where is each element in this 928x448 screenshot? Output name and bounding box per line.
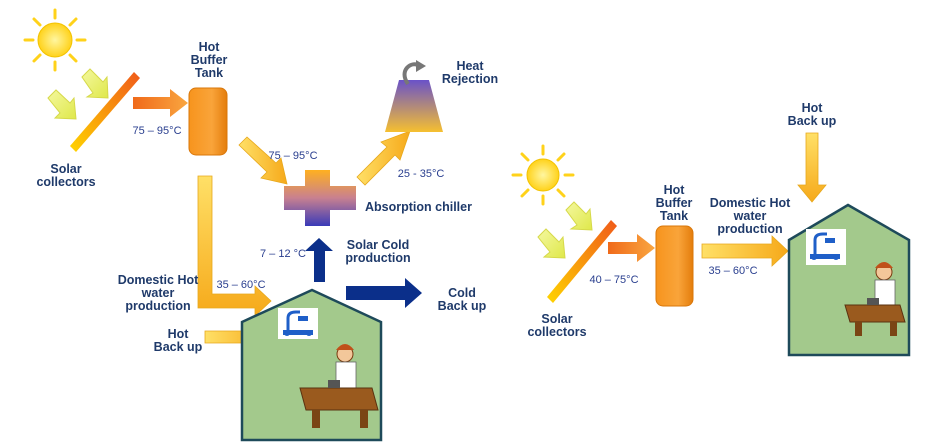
solar-collector-panel — [70, 72, 140, 152]
chiller-to-rejection-arrow — [356, 130, 411, 186]
absorption-chiller — [284, 170, 356, 226]
sun-ray-arrow — [47, 89, 77, 120]
hot-back-up-arrow — [797, 132, 827, 203]
sun-icon — [23, 8, 87, 72]
temp-hot-water: 35 – 60°C — [708, 265, 757, 277]
tank-to-hot-water-arrow — [197, 175, 272, 317]
tank-to-chiller-arrow — [238, 136, 288, 185]
heat-rejection-tower — [385, 80, 443, 132]
collector-to-tank-arrow — [133, 89, 188, 117]
tank-to-hot-water-arrow — [701, 235, 789, 267]
sun-ray-arrow — [565, 201, 593, 231]
temp-collector-to-tank: 40 – 75°C — [589, 274, 638, 286]
cold-back-up-arrow — [346, 278, 422, 308]
faucet-icon — [806, 229, 846, 265]
person-at-desk-icon — [299, 344, 379, 428]
hot-buffer-tank — [188, 87, 228, 156]
temp-rejection: 25 - 35°C — [398, 168, 445, 180]
hot-buffer-tank — [655, 225, 694, 307]
temp-cold: 7 – 12 °C — [260, 248, 306, 260]
solar-collector-panel — [547, 220, 617, 303]
faucet-icon — [278, 308, 318, 339]
cold-production-arrow — [305, 238, 333, 282]
temp-tank-to-chiller: 75 – 95°C — [268, 150, 317, 162]
absorption-chiller-label: Absorption chiller — [365, 200, 472, 214]
temp-collector-to-tank: 75 – 95°C — [132, 125, 181, 137]
temp-hot-water: 35 – 60°C — [216, 279, 265, 291]
heat-rejection-curl-head — [416, 60, 426, 72]
person-at-desk-icon — [844, 262, 906, 336]
collector-to-tank-arrow — [608, 234, 655, 262]
sun-ray-arrow — [537, 228, 566, 259]
sun-icon — [511, 144, 575, 206]
sun-ray-arrow — [81, 68, 109, 99]
